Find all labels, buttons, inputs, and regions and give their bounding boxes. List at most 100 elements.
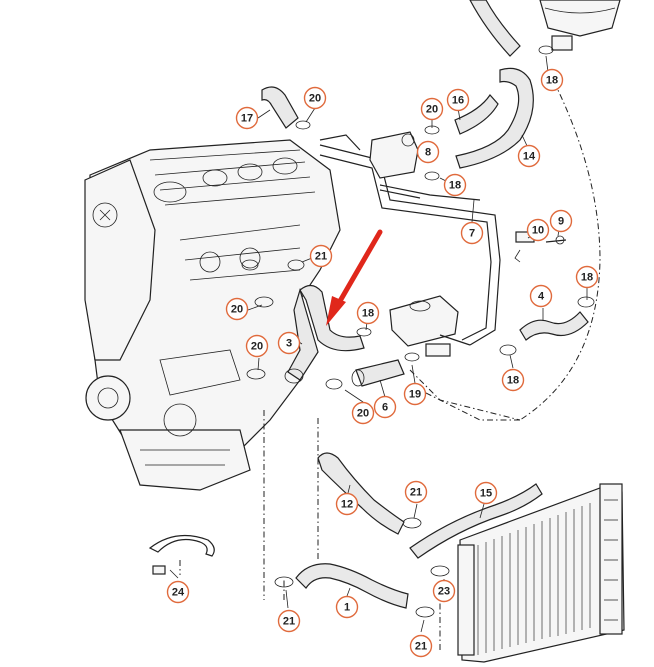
callout-number: 18 bbox=[581, 272, 593, 284]
callout-15: 15 bbox=[474, 481, 498, 505]
callout-number: 10 bbox=[532, 225, 544, 237]
callout-number: 4 bbox=[538, 291, 545, 303]
callout-20: 20 bbox=[225, 297, 249, 321]
callout-20: 20 bbox=[303, 86, 327, 110]
hose-17 bbox=[261, 86, 299, 129]
callout-20: 20 bbox=[420, 97, 444, 121]
callout-number: 14 bbox=[523, 151, 536, 163]
hose-4 bbox=[519, 311, 589, 341]
callout-21: 21 bbox=[277, 609, 301, 633]
callout-20: 20 bbox=[245, 334, 269, 358]
callout-number: 20 bbox=[357, 408, 369, 420]
hose-1 bbox=[295, 563, 409, 609]
callout-21: 21 bbox=[404, 480, 428, 504]
thermostat-housing bbox=[369, 131, 419, 179]
radiator bbox=[457, 483, 625, 663]
callout-ring bbox=[404, 480, 428, 504]
callout-number: 21 bbox=[283, 616, 295, 628]
callout-number: 20 bbox=[309, 93, 321, 105]
callout-ring bbox=[225, 297, 249, 321]
callout-ring bbox=[309, 244, 333, 268]
callout-number: 16 bbox=[452, 95, 464, 107]
callout-number: 21 bbox=[410, 487, 422, 499]
coolant-reservoir bbox=[539, 0, 621, 51]
callout-ring bbox=[277, 609, 301, 633]
callout-ring bbox=[373, 395, 397, 419]
callout-21: 21 bbox=[309, 244, 333, 268]
callout-ring bbox=[235, 106, 259, 130]
callout-number: 23 bbox=[438, 586, 450, 598]
callout-labels: 1 3 4 6 7 8 9 10 12 14 15 16 17 18 18 18 18 18 19 20 20 20 20 2… bbox=[166, 68, 599, 658]
callout-ring bbox=[460, 221, 484, 245]
callout-number: 20 bbox=[251, 341, 263, 353]
callout-ring bbox=[529, 284, 553, 308]
hose-12 bbox=[317, 452, 405, 535]
callout-number: 24 bbox=[172, 587, 185, 599]
hose-clamps bbox=[241, 45, 595, 618]
callout-17: 17 bbox=[235, 106, 259, 130]
hose-3 bbox=[299, 284, 365, 352]
callout-ring bbox=[245, 334, 269, 358]
callout-number: 12 bbox=[341, 499, 353, 511]
callout-18: 18 bbox=[575, 265, 599, 289]
callout-ring bbox=[403, 382, 427, 406]
callout-ring bbox=[474, 481, 498, 505]
callout-9: 9 bbox=[549, 209, 573, 233]
callout-number: 6 bbox=[382, 402, 388, 414]
red-pointer-arrow-icon bbox=[326, 229, 383, 326]
callout-ring bbox=[416, 140, 440, 164]
callout-8: 8 bbox=[416, 140, 440, 164]
callout-14: 14 bbox=[517, 144, 541, 168]
reservoir-hose bbox=[469, 0, 521, 57]
oil-cooler bbox=[389, 295, 471, 357]
callout-3: 3 bbox=[277, 331, 301, 355]
callout-18: 18 bbox=[356, 301, 380, 325]
callout-number: 9 bbox=[558, 216, 564, 228]
callout-ring bbox=[303, 86, 327, 110]
callout-ring bbox=[409, 634, 433, 658]
callout-ring bbox=[443, 173, 467, 197]
callout-12: 12 bbox=[335, 492, 359, 516]
callout-number: 18 bbox=[449, 180, 461, 192]
callout-ring bbox=[549, 209, 573, 233]
callout-number: 21 bbox=[415, 641, 427, 653]
callout-16: 16 bbox=[446, 88, 470, 112]
callout-24: 24 bbox=[166, 580, 190, 604]
callout-ring bbox=[351, 401, 375, 425]
callout-number: 18 bbox=[507, 375, 519, 387]
callout-number: 3 bbox=[286, 338, 292, 350]
callout-number: 18 bbox=[362, 308, 374, 320]
engine-block bbox=[84, 139, 341, 491]
callout-ring bbox=[356, 301, 380, 325]
callout-4: 4 bbox=[529, 284, 553, 308]
callout-ring bbox=[575, 265, 599, 289]
hose-14 bbox=[455, 67, 534, 169]
callout-ring bbox=[526, 218, 550, 242]
callout-7: 7 bbox=[460, 221, 484, 245]
callout-ring bbox=[501, 368, 525, 392]
callout-ring bbox=[166, 580, 190, 604]
callout-21: 21 bbox=[409, 634, 433, 658]
callout-18: 18 bbox=[540, 68, 564, 92]
callout-number: 1 bbox=[344, 602, 350, 614]
callout-ring bbox=[540, 68, 564, 92]
callout-20: 20 bbox=[351, 401, 375, 425]
callout-ring bbox=[446, 88, 470, 112]
callout-number: 21 bbox=[315, 251, 327, 263]
callout-6: 6 bbox=[373, 395, 397, 419]
callout-ring bbox=[420, 97, 444, 121]
callout-number: 15 bbox=[480, 488, 492, 500]
callout-ring bbox=[335, 595, 359, 619]
callout-ring bbox=[517, 144, 541, 168]
hose-15 bbox=[409, 483, 543, 559]
hose-16 bbox=[454, 94, 499, 135]
callout-number: 19 bbox=[409, 389, 421, 401]
callout-ring bbox=[432, 579, 456, 603]
callout-10: 10 bbox=[526, 218, 550, 242]
callout-19: 19 bbox=[403, 382, 427, 406]
callout-number: 17 bbox=[241, 113, 253, 125]
callout-number: 18 bbox=[546, 75, 558, 87]
callout-ring bbox=[335, 492, 359, 516]
